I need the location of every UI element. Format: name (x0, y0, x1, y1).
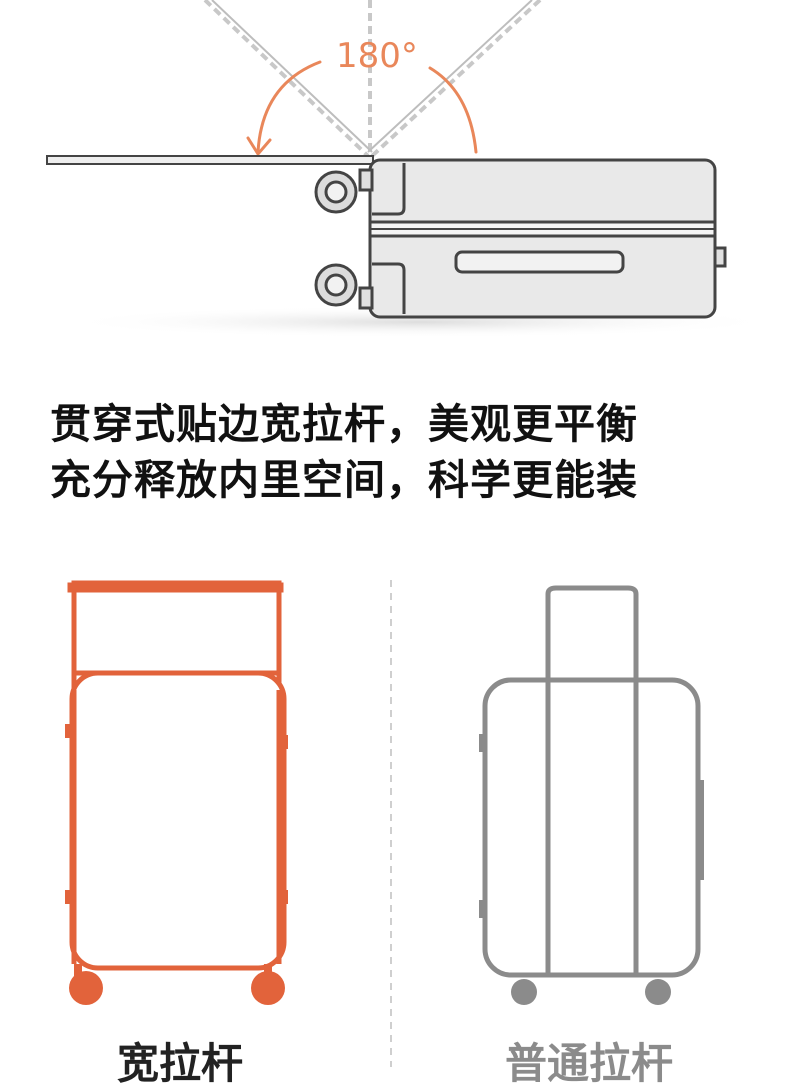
rotation-angle-label: 180° (336, 36, 418, 76)
suitcase-body (358, 158, 727, 319)
suitcase-open-180-illustration (46, 0, 780, 338)
wide-handle-wheels (69, 964, 285, 1005)
open-lid (46, 155, 374, 165)
suitcase-wheels (314, 170, 358, 307)
headline-line-1: 贯穿式贴边宽拉杆，美观更平衡 (50, 400, 638, 448)
normal-handle-label: 普通拉杆 (505, 1039, 674, 1088)
normal-handle-wheels (511, 979, 671, 1005)
handle-comparison-illustration (65, 580, 704, 1067)
headline-line-2: 充分释放内里空间，科学更能装 (50, 456, 638, 504)
rotation-arc (246, 60, 478, 157)
wide-handle-label: 宽拉杆 (117, 1039, 244, 1088)
lid-motion-lines (203, 0, 542, 158)
normal-handle-suitcase (479, 585, 704, 978)
wide-handle-suitcase (65, 580, 288, 971)
